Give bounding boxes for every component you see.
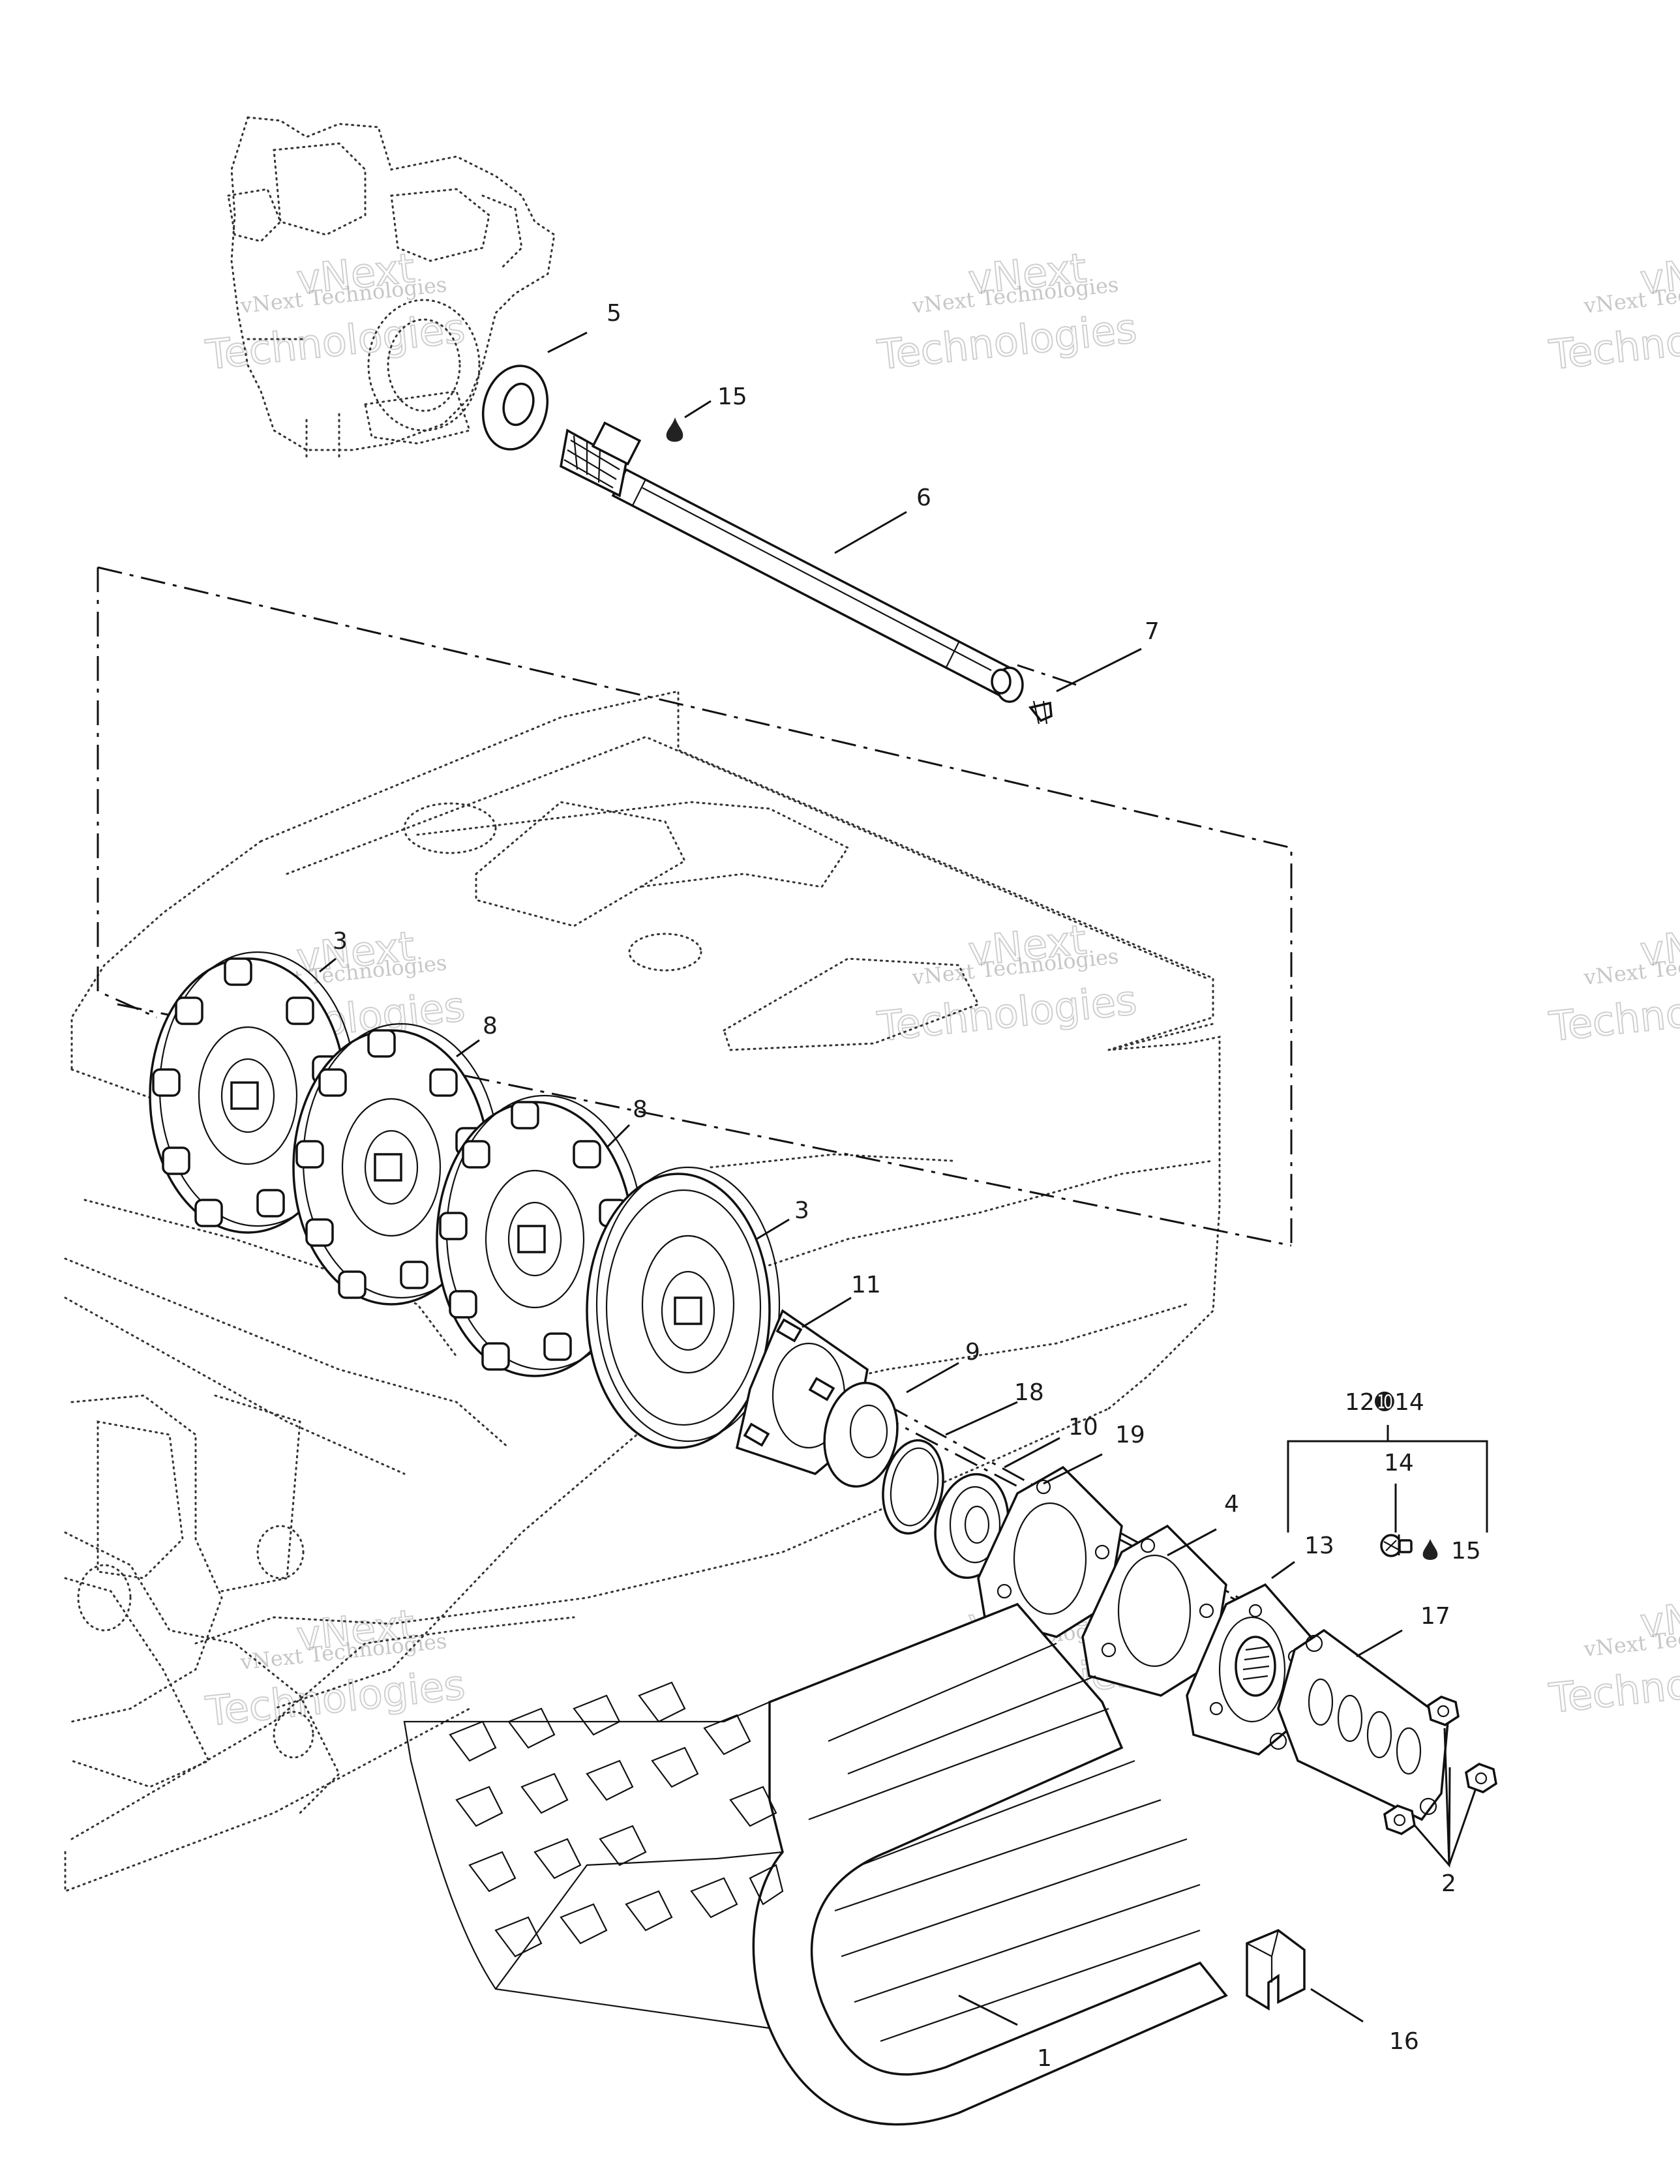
circlip xyxy=(1028,700,1053,725)
callout-10: 10 xyxy=(1068,1414,1098,1441)
track-lugs xyxy=(449,1681,784,1958)
leader-lines xyxy=(319,331,1477,2026)
callout-8: 8 xyxy=(483,1013,498,1040)
grease-fitting xyxy=(1380,1534,1413,1557)
callout-12-14: 12➓14 xyxy=(1345,1389,1424,1416)
watermark: vNext Technologies Technologies vNext xyxy=(1546,915,1680,1051)
callout-3: 3 xyxy=(333,928,348,955)
callout-4: 4 xyxy=(1224,1491,1239,1518)
mounting-bracket xyxy=(1269,1628,1449,1821)
drive-axle xyxy=(560,421,1024,703)
callout-7: 7 xyxy=(1145,618,1160,645)
callout-2: 2 xyxy=(1441,1870,1456,1897)
idler-pulley xyxy=(586,1166,781,1449)
watermark: vNext Technologies Technologies vNext xyxy=(1546,1587,1680,1723)
callout-15: 15 xyxy=(717,383,747,410)
callout-13: 13 xyxy=(1304,1533,1334,1559)
nut xyxy=(1427,1696,1460,1726)
callout-3: 3 xyxy=(794,1197,809,1224)
callout-11: 11 xyxy=(851,1272,881,1298)
hub-flange xyxy=(823,1381,899,1488)
svg-text:vNext: vNext xyxy=(1638,244,1680,304)
svg-text:vNext: vNext xyxy=(1638,916,1680,976)
drive-track xyxy=(403,1602,1228,2126)
callout-15: 15 xyxy=(1451,1538,1481,1564)
svg-text:Technologies: Technologies xyxy=(1547,976,1680,1051)
seal xyxy=(481,365,549,451)
callout-18: 18 xyxy=(1014,1379,1044,1406)
watermark: vNext Technologies Technologies vNext xyxy=(875,243,1140,380)
svg-text:Technologies: Technologies xyxy=(1547,305,1680,379)
chaincase-housing xyxy=(227,116,556,458)
callout-6: 6 xyxy=(916,485,931,511)
callout-19: 19 xyxy=(1115,1422,1145,1448)
callout-labels: 5 15 6 7 3 8 8 3 11 9 18 10 19 12➓14 14 … xyxy=(333,300,1481,2072)
kit-bracket xyxy=(1287,1425,1488,1533)
callout-17: 17 xyxy=(1420,1603,1450,1630)
svg-text:Technologies: Technologies xyxy=(1547,1648,1680,1722)
callout-14: 14 xyxy=(1384,1450,1414,1476)
watermark: vNext Technologies Technologies vNext xyxy=(1546,243,1680,380)
snap-ring xyxy=(882,1439,944,1535)
slider-clip xyxy=(1246,1929,1306,2011)
svg-text:vNext: vNext xyxy=(1638,1587,1680,1647)
callout-1: 1 xyxy=(1037,2045,1052,2072)
watermark: vNext Technologies Technologies vNext xyxy=(203,1600,468,1736)
callout-5: 5 xyxy=(607,300,622,327)
nut xyxy=(1383,1804,1416,1835)
nut xyxy=(1465,1763,1497,1793)
callout-8: 8 xyxy=(633,1096,648,1123)
watermark: vNext Technologies Technologies vNext xyxy=(875,915,1140,1051)
callout-16: 16 xyxy=(1389,2028,1419,2055)
grease-drop xyxy=(666,417,1438,1560)
callout-9: 9 xyxy=(965,1339,980,1366)
tunnel-chassis xyxy=(64,690,1221,1893)
